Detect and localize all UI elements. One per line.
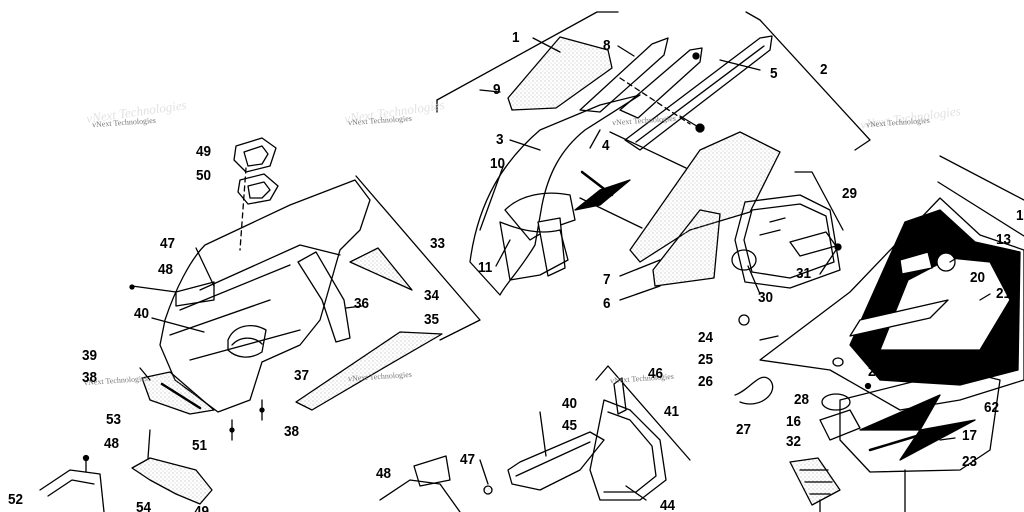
callout-6: 6	[603, 295, 611, 312]
callout-50: 50	[196, 167, 212, 184]
callout-5: 5	[770, 65, 778, 82]
callout-1: 1	[512, 29, 520, 46]
lower-center-parts	[379, 365, 691, 512]
callout-51: 51	[192, 437, 208, 454]
callout-10: 10	[490, 155, 506, 172]
callout-8: 8	[603, 37, 611, 54]
callout-52: 52	[8, 491, 24, 508]
callout-41: 41	[664, 403, 680, 420]
callout-2: 2	[820, 61, 828, 78]
callout-29: 29	[842, 185, 858, 202]
windshield-group	[436, 11, 871, 296]
callout-39: 39	[82, 347, 98, 364]
callout-44: 44	[660, 497, 676, 512]
callout-31: 31	[796, 265, 812, 282]
callout-22: 22	[868, 363, 884, 380]
callout-14: 14	[966, 245, 982, 262]
callout-40-bottom: 40	[562, 395, 578, 412]
callout-45: 45	[562, 417, 578, 434]
side-graphics-panel	[734, 155, 1024, 512]
callout-48-bottomleft: 48	[104, 435, 120, 452]
callout-32: 32	[786, 433, 802, 450]
callout-25: 25	[698, 351, 714, 368]
callout-38-bottom: 38	[284, 423, 300, 440]
callout-27: 27	[736, 421, 752, 438]
leader-lines	[479, 37, 991, 441]
callout-20: 20	[970, 269, 986, 286]
callout-23: 23	[962, 453, 978, 470]
callout-48-bottom: 48	[376, 465, 392, 482]
callout-46: 46	[648, 365, 664, 382]
callout-33: 33	[430, 235, 446, 252]
callout-3: 3	[496, 131, 504, 148]
callout-13: 13	[996, 231, 1012, 248]
callout-35: 35	[424, 311, 440, 328]
callout-16: 16	[786, 413, 802, 430]
callout-17: 17	[962, 427, 978, 444]
callout-49-bottom: 49	[194, 503, 210, 512]
callout-40-left: 40	[134, 305, 150, 322]
callout-9: 9	[493, 81, 501, 98]
callout-47-left: 47	[160, 235, 176, 252]
side-panel-group	[731, 171, 844, 289]
callout-48-left: 48	[158, 261, 174, 278]
callout-37: 37	[294, 367, 310, 384]
callout-34: 34	[424, 287, 440, 304]
callout-15: 15	[1000, 357, 1016, 374]
callout-36: 36	[354, 295, 370, 312]
callout-4: 4	[602, 137, 610, 154]
callout-38-left: 38	[82, 369, 98, 386]
callout-7: 7	[603, 271, 611, 288]
callout-62: 62	[984, 399, 1000, 416]
callout-1-right: 1	[1016, 207, 1024, 224]
callout-28: 28	[794, 391, 810, 408]
callout-24: 24	[698, 329, 714, 346]
callout-54: 54	[136, 499, 152, 512]
nose-pan-group	[129, 137, 481, 441]
lower-left-parts	[39, 429, 213, 512]
callout-30: 30	[758, 289, 774, 306]
callout-26: 26	[698, 373, 714, 390]
callout-21: 21	[996, 285, 1012, 302]
callout-53: 53	[106, 411, 122, 428]
callout-11: 11	[478, 259, 493, 276]
callout-49: 49	[196, 143, 212, 160]
callout-47-bottom: 47	[460, 451, 476, 468]
